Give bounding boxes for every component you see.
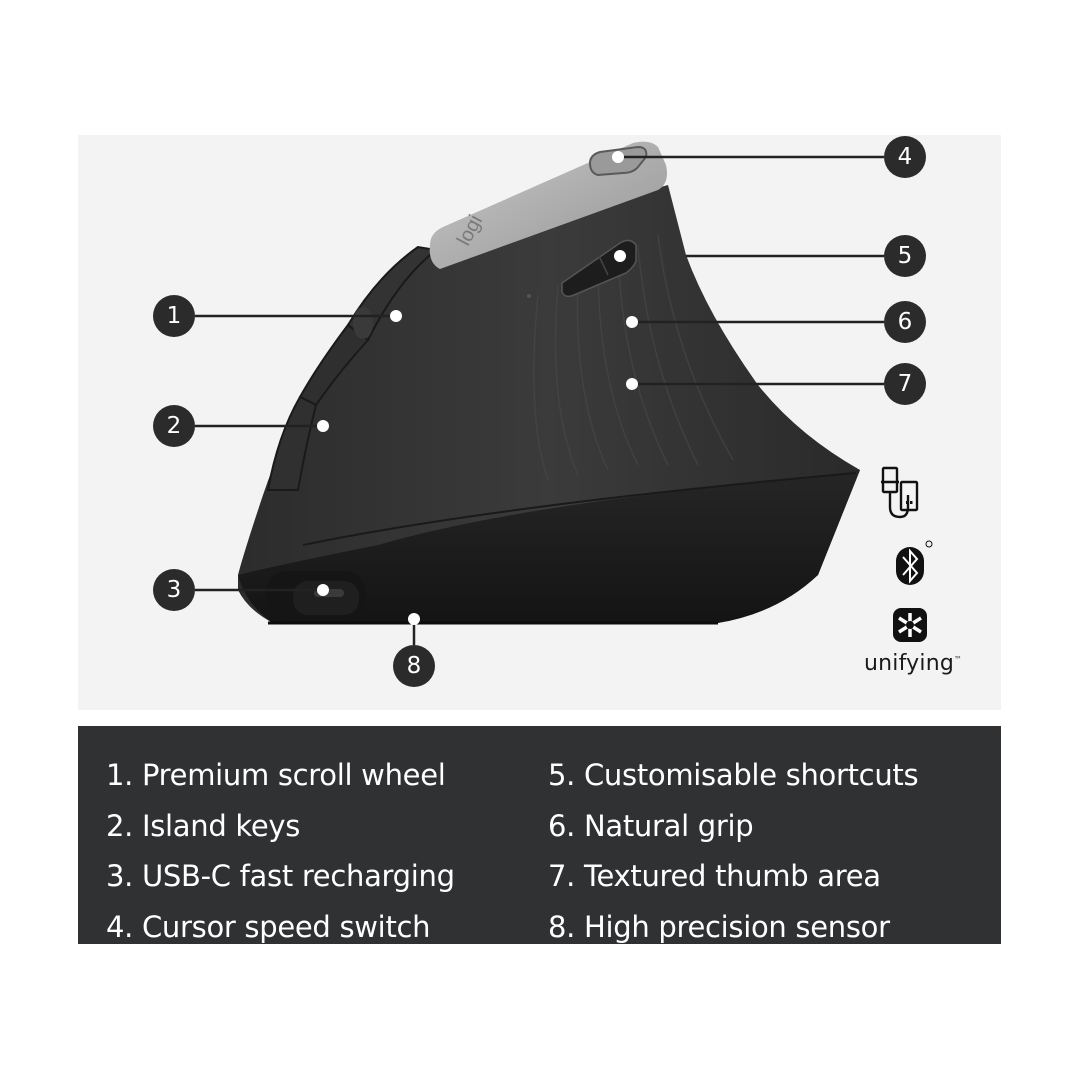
feature-item: 7. Textured thumb area bbox=[548, 859, 881, 893]
feature-item: 8. High precision sensor bbox=[548, 909, 890, 944]
callout-badge-3: 3 bbox=[153, 569, 195, 611]
features-column-left: 1. Premium scroll wheel 2. Island keys 3… bbox=[106, 750, 455, 952]
callout-lines bbox=[195, 155, 884, 645]
feature-item: 4. Cursor speed switch bbox=[106, 909, 431, 944]
callout-badge-8: 8 bbox=[393, 645, 435, 687]
callout-badge-7: 7 bbox=[884, 363, 926, 405]
callout-badge-4: 4 bbox=[884, 136, 926, 178]
callout-badge-6: 6 bbox=[884, 301, 926, 343]
product-photo-panel: logi bbox=[78, 135, 1001, 710]
callout-badge-2: 2 bbox=[153, 405, 195, 447]
unifying-text: unifying bbox=[864, 651, 954, 676]
features-list-panel: 1. Premium scroll wheel 2. Island keys 3… bbox=[78, 726, 1001, 944]
feature-item: 2. Island keys bbox=[106, 808, 301, 843]
callout-target-dots bbox=[317, 151, 638, 625]
vertical-mouse-illustration: logi bbox=[195, 141, 933, 645]
unifying-icon bbox=[893, 608, 927, 642]
feature-item: 5. Customisable shortcuts bbox=[548, 758, 919, 792]
feature-item: 6. Natural grip bbox=[548, 808, 754, 843]
trademark-symbol: ™ bbox=[954, 655, 963, 664]
usb-cable-icon bbox=[881, 466, 919, 519]
mouse-base bbox=[238, 470, 860, 623]
features-column-right: 5. Customisable shortcuts 6. Natural gri… bbox=[548, 750, 919, 952]
island-key-lower bbox=[266, 395, 318, 491]
feature-item: 1. Premium scroll wheel bbox=[106, 758, 446, 792]
bluetooth-icon bbox=[896, 540, 933, 585]
textured-thumb-area bbox=[533, 234, 734, 481]
callout-badge-5: 5 bbox=[884, 235, 926, 277]
feature-item: 3. USB-C fast recharging bbox=[106, 859, 455, 893]
callout-badge-1: 1 bbox=[153, 295, 195, 337]
scroll-wheel bbox=[353, 307, 373, 339]
unifying-label: unifying™ bbox=[864, 651, 962, 676]
